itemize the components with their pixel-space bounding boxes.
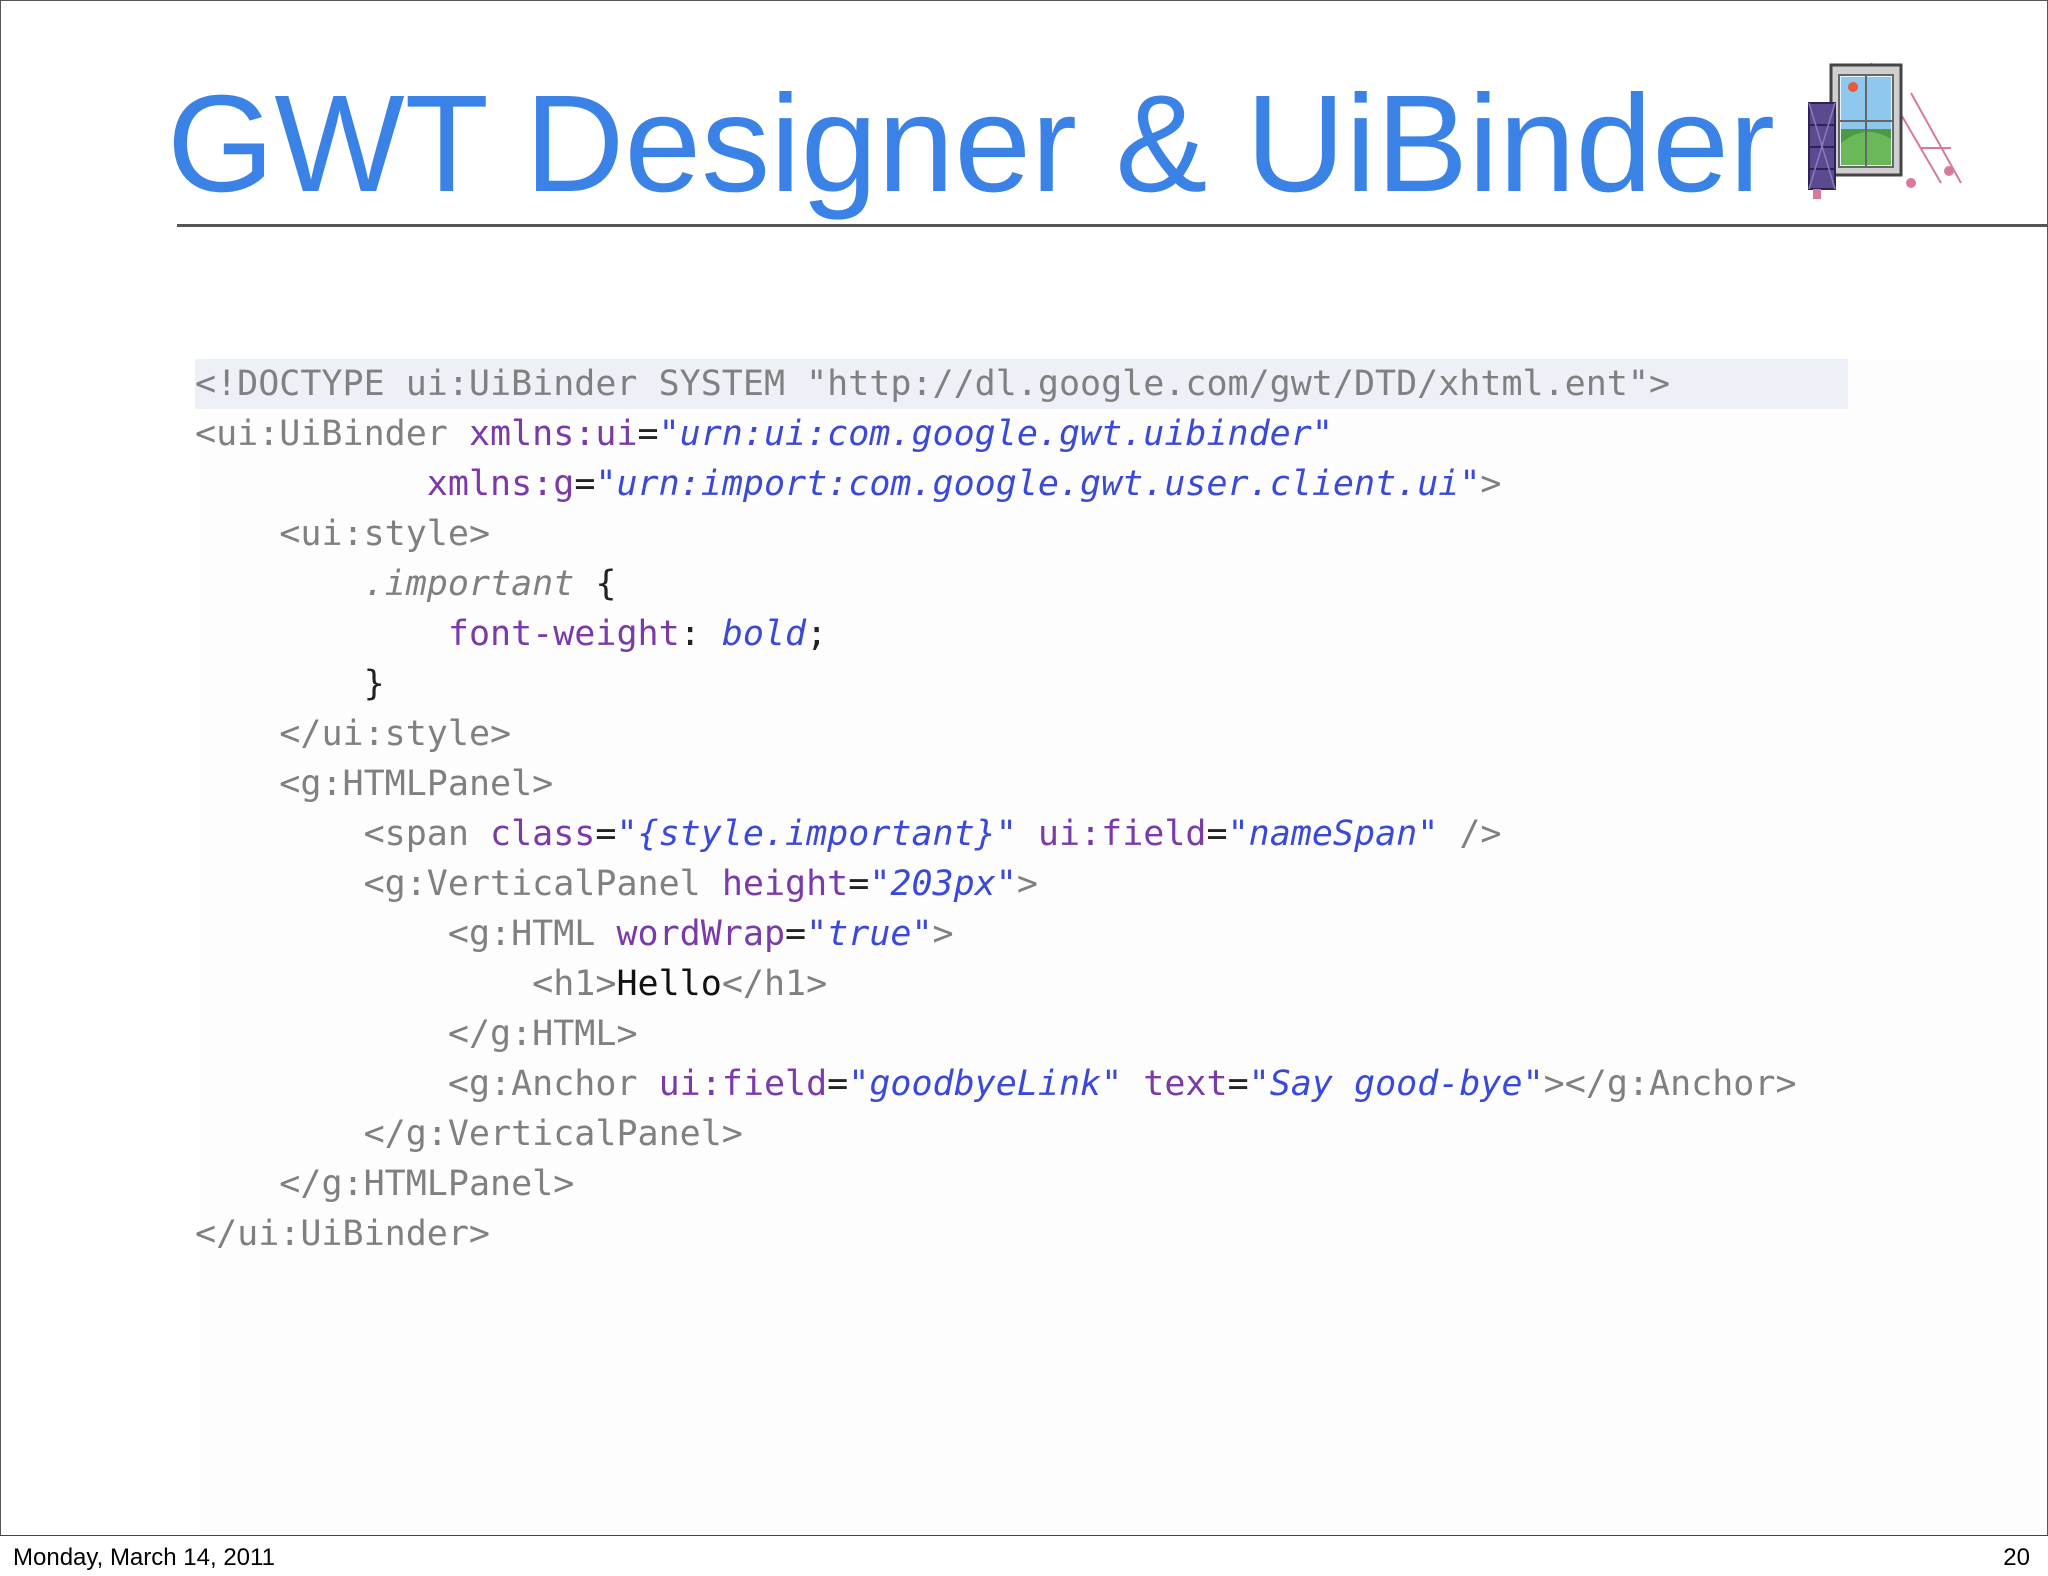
code-token: "goodbyeLink" (848, 1064, 1123, 1104)
code-token: "urn:import:com.google.gwt.user.client.u… (595, 464, 1481, 504)
code-indent (195, 1064, 448, 1104)
code-indent (195, 464, 427, 504)
code-indent (195, 964, 532, 1004)
code-token: "nameSpan" (1227, 814, 1439, 854)
code-token: <ui:UiBinder (195, 414, 469, 454)
code-indent (195, 564, 364, 604)
code-token: > (1016, 864, 1038, 904)
code-indent (195, 714, 279, 754)
code-token: height (721, 864, 849, 904)
code-token: </ui:UiBinder> (195, 1214, 491, 1254)
code-indent (195, 1164, 279, 1204)
code-indent (195, 914, 448, 954)
code-token: = (637, 414, 659, 454)
code-token: > (1480, 464, 1502, 504)
code-block: <!DOCTYPE ui:UiBinder SYSTEM "http://dl.… (195, 359, 1797, 1259)
code-token: </g:HTMLPanel> (279, 1164, 575, 1204)
code-token: ui:field (658, 1064, 828, 1104)
window-easel-logo-icon (1808, 62, 1962, 199)
slide-title: GWT Designer & UiBinder (167, 67, 1775, 221)
code-token: xmlns:ui (468, 414, 638, 454)
code-token: wordWrap (616, 914, 786, 954)
code-background (201, 361, 2041, 1531)
code-line-11: <g:VerticalPanel height="203px"> (195, 859, 1797, 909)
code-token: /> (1438, 814, 1502, 854)
code-token: <span (363, 814, 491, 854)
code-token: <h1> (532, 964, 617, 1004)
code-indent (195, 864, 364, 904)
code-token: font-weight (447, 614, 680, 654)
code-token: = (848, 864, 870, 904)
code-indent (195, 764, 279, 804)
code-token: </h1> (721, 964, 828, 1004)
footer-divider (0, 1535, 2048, 1536)
code-token: = (785, 914, 807, 954)
code-line-12: <g:HTML wordWrap="true"> (195, 909, 1797, 959)
code-line-16: </g:VerticalPanel> (195, 1109, 1797, 1159)
code-line-1: <!DOCTYPE ui:UiBinder SYSTEM "http://dl.… (195, 359, 1797, 409)
code-line-14: </g:HTML> (195, 1009, 1797, 1059)
code-indent (195, 1014, 448, 1054)
code-token: <g:HTML (447, 914, 617, 954)
code-token: .important (363, 564, 575, 604)
doctype-highlight (195, 359, 1848, 409)
code-token: > (932, 914, 954, 954)
code-line-2: <ui:UiBinder xmlns:ui="urn:ui:com.google… (195, 409, 1797, 459)
code-token: </g:HTML> (447, 1014, 638, 1054)
title-divider (177, 224, 2047, 227)
code-line-17: </g:HTMLPanel> (195, 1159, 1797, 1209)
code-token (1122, 1064, 1143, 1104)
code-line-4: <ui:style> (195, 509, 1797, 559)
code-indent (195, 514, 279, 554)
code-token: "203px" (869, 864, 1017, 904)
code-line-5: .important { (195, 559, 1797, 609)
code-token: text (1143, 1064, 1228, 1104)
code-token: <ui:style> (279, 514, 491, 554)
code-token: class (490, 814, 596, 854)
code-token: "urn:ui:com.google.gwt.uibinder" (658, 414, 1333, 454)
code-line-13: <h1>Hello</h1> (195, 959, 1797, 1009)
code-token: Hello (616, 964, 722, 1004)
code-line-15: <g:Anchor ui:field="goodbyeLink" text="S… (195, 1059, 1797, 1109)
code-token: <g:HTMLPanel> (279, 764, 554, 804)
code-token: xmlns:g (426, 464, 575, 504)
code-token: = (1227, 1064, 1249, 1104)
code-token: <g:Anchor (447, 1064, 659, 1104)
code-indent (195, 664, 364, 704)
code-token: ui:field (1037, 814, 1207, 854)
code-token: <g:VerticalPanel (363, 864, 722, 904)
code-token: ></g:Anchor> (1543, 1064, 1797, 1104)
code-token: = (595, 814, 617, 854)
code-token: "true" (806, 914, 933, 954)
code-token: "{style.important}" (616, 814, 1017, 854)
code-token: <!DOCTYPE ui:UiBinder SYSTEM "http://dl.… (195, 364, 1671, 404)
footer-date: Monday, March 14, 2011 (13, 1544, 275, 1571)
code-token (1017, 814, 1038, 854)
code-token: </ui:style> (279, 714, 512, 754)
slide: GWT Designer & UiBinder <!DOCTYPE ui:UiB… (0, 0, 2048, 1536)
code-line-3: xmlns:g="urn:import:com.google.gwt.user.… (195, 459, 1797, 509)
code-token: = (574, 464, 596, 504)
code-token: } (363, 664, 385, 704)
code-line-6: font-weight: bold; (195, 609, 1797, 659)
page-number: 20 (2003, 1544, 2030, 1571)
code-line-7: } (195, 659, 1797, 709)
code-line-9: <g:HTMLPanel> (195, 759, 1797, 809)
code-line-10: <span class="{style.important}" ui:field… (195, 809, 1797, 859)
code-line-18: </ui:UiBinder> (195, 1209, 1797, 1259)
code-line-8: </ui:style> (195, 709, 1797, 759)
code-indent (195, 814, 364, 854)
code-indent (195, 1114, 364, 1154)
code-token: </g:VerticalPanel> (363, 1114, 743, 1154)
code-token: bold (721, 614, 807, 654)
code-token: "Say good-bye" (1248, 1064, 1544, 1104)
code-token: ; (806, 614, 828, 654)
code-indent (195, 614, 448, 654)
code-token: = (1206, 814, 1228, 854)
code-token: { (574, 564, 617, 604)
code-token: = (827, 1064, 849, 1104)
code-token: : (679, 614, 722, 654)
